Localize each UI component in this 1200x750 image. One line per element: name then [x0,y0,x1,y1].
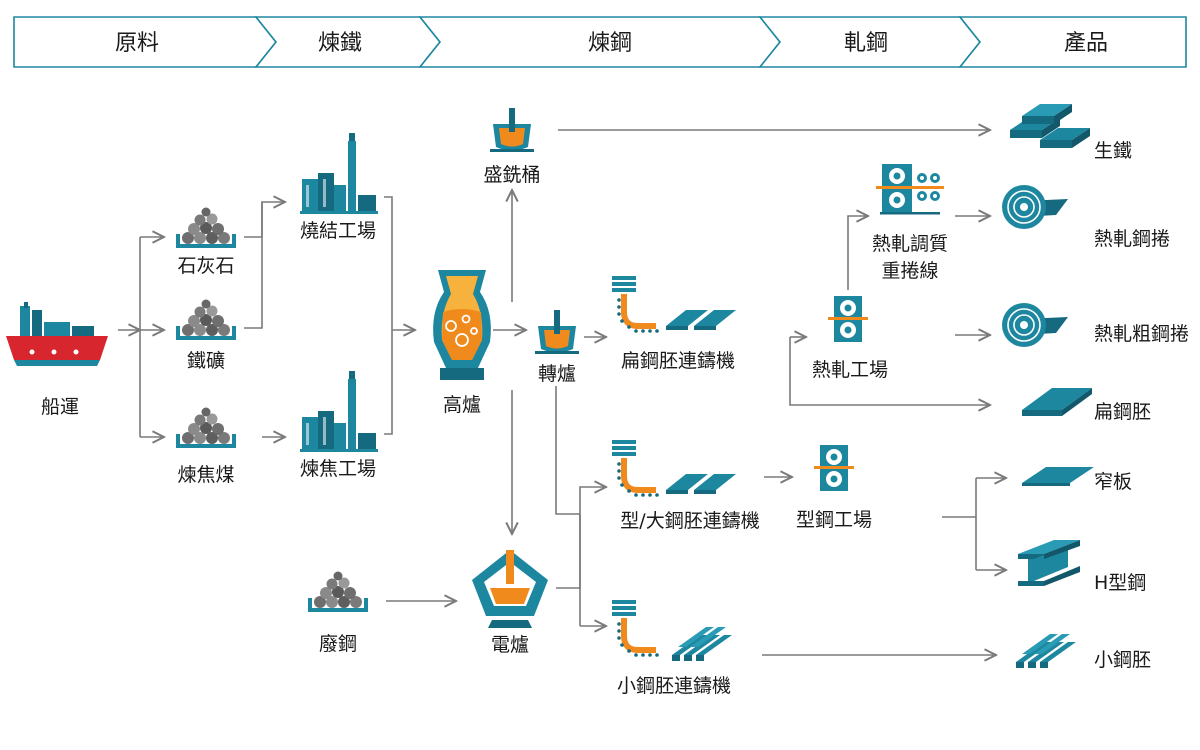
converter-label: 轉爐 [538,363,576,385]
factory-icon [300,133,378,214]
slab-icon [1022,388,1092,416]
h-beam-label: H型鋼 [1094,572,1146,594]
factory-icon [300,371,378,452]
ship-icon [6,302,108,366]
flow-connectors [118,130,1006,655]
caster-icon [612,440,736,497]
ingot-icon [1010,104,1090,148]
iron-ore-label: 鐵礦 [187,350,225,372]
ladle-icon [535,310,579,354]
stage-products-label: 產品 [1064,31,1108,56]
rolling-mill-icon [814,445,854,491]
stage-ironmaking-label: 煉鐵 [318,31,362,56]
steel-coil-icon [1001,184,1069,230]
h-beam-icon [1018,540,1080,586]
slab-label: 扁鋼胚 [1094,401,1151,423]
caster-icon [612,600,732,661]
coking-coal-label: 煉焦煤 [177,464,234,486]
stage-rolling-label: 軋鋼 [844,31,888,56]
blast-furnace-icon [433,270,491,380]
section-mill-label: 型鋼工場 [796,509,872,531]
stage-banner: 原料 煉鐵 煉鋼 軋鋼 產品 [13,16,1187,68]
billet-icon [1016,634,1076,668]
ship-label: 船運 [41,396,79,418]
rock-pile-icon [176,407,236,448]
ladle-label: 盛銑桶 [483,164,540,186]
slab-icon [1022,467,1094,486]
rock-pile-icon [176,299,236,340]
stage-raw-label: 原料 [115,31,159,56]
eaf-label: 電爐 [491,634,529,656]
stage-box-products [958,16,1187,68]
temper-line-label-1: 熱軋調質 [872,233,948,255]
slab-caster-label: 扁鋼胚連鑄機 [621,350,735,372]
electric-furnace-icon [472,550,548,628]
limestone-label: 石灰石 [177,255,234,277]
hot-strip-mill-label: 熱軋工場 [812,359,888,381]
caster-icon [612,276,736,333]
hr-black-coil-label: 熱軋粗鋼捲 [1094,323,1189,345]
bloom-caster-label: 型/大鋼胚連鑄機 [620,510,759,532]
sinter-plant-label: 燒結工場 [300,220,376,242]
narrow-strip-label: 窄板 [1094,471,1132,493]
coke-plant-label: 煉焦工場 [300,458,376,480]
rock-pile-icon [176,207,236,248]
rolling-mill-icon [828,296,868,342]
temper-line-label-2: 重捲線 [881,260,938,282]
billet-label: 小鋼胚 [1094,649,1151,671]
hr-coil-label: 熱軋鋼捲 [1094,228,1170,250]
steel-coil-icon [1001,302,1069,348]
blast-furnace-label: 高爐 [443,394,481,416]
ladle-icon [490,108,534,152]
stage-steelmaking-label: 煉鋼 [588,31,632,56]
billet-caster-label: 小鋼胚連鑄機 [617,675,731,697]
rolling-mill-icon [876,164,944,215]
scrap-label: 廢鋼 [319,633,357,655]
rock-pile-icon [308,571,368,612]
pig-iron-label: 生鐵 [1094,140,1132,162]
